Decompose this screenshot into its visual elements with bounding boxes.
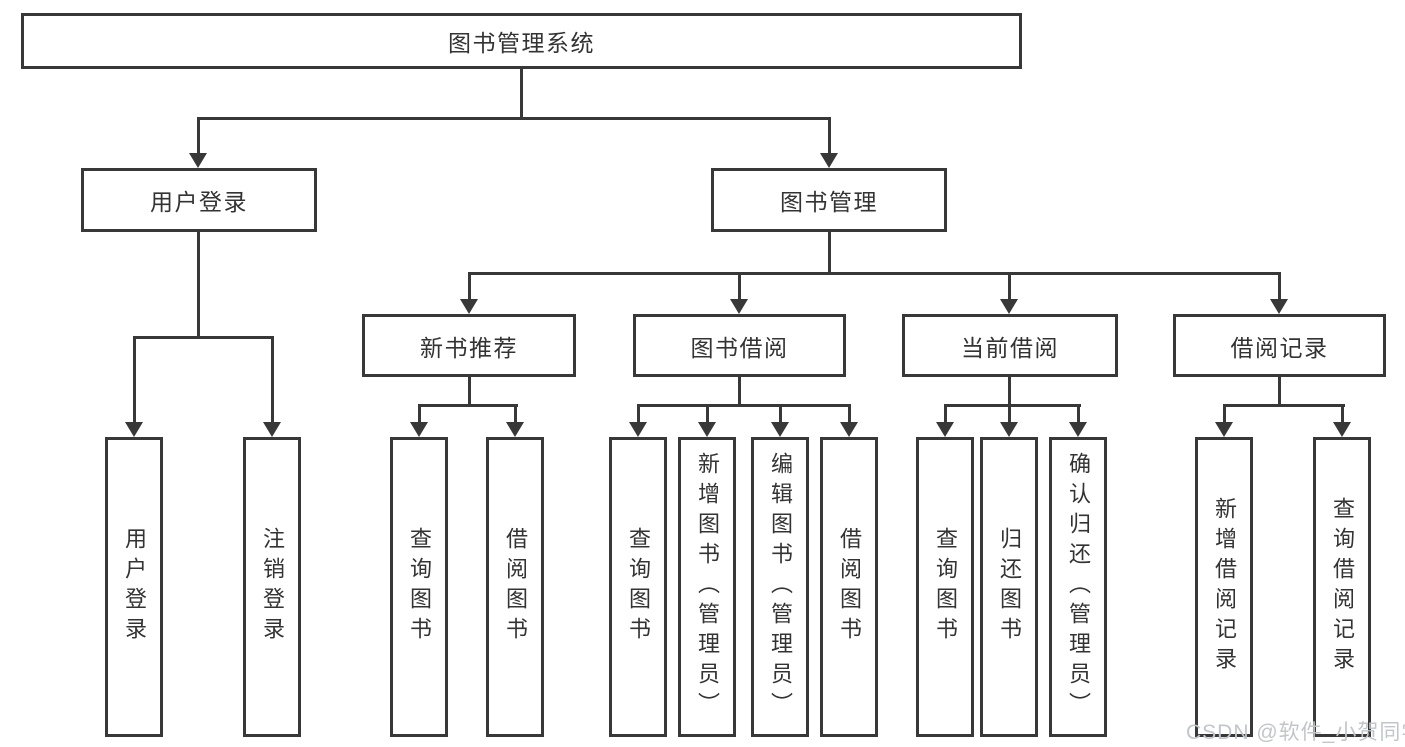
node-label: 归还图书 — [997, 527, 1022, 647]
connector-line — [133, 336, 274, 339]
arrow-down-icon — [840, 422, 858, 437]
arrow-down-icon — [189, 153, 207, 168]
connector-line — [1223, 404, 1226, 425]
leaf-query-borrow-record: 查询借阅记录 — [1313, 437, 1371, 737]
leaf-logout: 注销登录 — [243, 437, 301, 737]
node-label: 图书管理系统 — [448, 30, 595, 56]
node-user-login: 用户登录 — [81, 168, 317, 232]
node-label: 新书推荐 — [420, 334, 518, 361]
node-label: 图书借阅 — [690, 334, 789, 361]
arrow-down-icon — [125, 422, 143, 437]
node-label: 用户登录 — [150, 189, 248, 215]
node-label: 新增借阅记录 — [1212, 497, 1237, 677]
node-label: 新增图书（管理员） — [695, 452, 720, 722]
node-book-borrow: 图书借阅 — [633, 314, 846, 377]
connector-line — [1223, 404, 1345, 407]
connector-line — [738, 272, 741, 302]
node-label: 查询图书 — [626, 527, 651, 647]
leaf-query-books-current: 查询图书 — [916, 437, 974, 737]
connector-line — [514, 404, 517, 425]
connector-line — [1278, 272, 1281, 302]
arrow-down-icon — [1215, 422, 1233, 437]
leaf-query-books-borrow: 查询图书 — [609, 437, 667, 737]
arrow-down-icon — [820, 153, 838, 168]
connector-line — [418, 404, 518, 407]
connector-line — [848, 404, 851, 425]
connector-line — [944, 404, 947, 425]
connector-line — [637, 404, 640, 425]
arrow-down-icon — [730, 299, 748, 314]
connector-line — [1008, 272, 1011, 302]
node-label: 借阅记录 — [1230, 334, 1329, 361]
arrow-down-icon — [698, 422, 716, 437]
leaf-borrow-books: 借阅图书 — [820, 437, 878, 737]
node-label: 编辑图书（管理员） — [768, 452, 793, 722]
leaf-add-borrow-record: 新增借阅记录 — [1195, 437, 1253, 737]
node-label: 确认归还（管理员） — [1066, 452, 1091, 722]
connector-line — [133, 336, 136, 424]
arrow-down-icon — [1333, 422, 1351, 437]
connector-line — [1008, 377, 1011, 407]
arrow-down-icon — [1069, 422, 1087, 437]
node-label: 借阅图书 — [837, 527, 862, 647]
leaf-borrow-books-recommend: 借阅图书 — [486, 437, 544, 737]
leaf-return-books: 归还图书 — [980, 437, 1038, 737]
connector-line — [637, 404, 851, 407]
leaf-edit-books-admin: 编辑图书（管理员） — [751, 437, 809, 737]
connector-line — [706, 404, 709, 425]
connector-line — [779, 404, 782, 425]
node-book-management: 图书管理 — [711, 168, 947, 232]
arrow-down-icon — [1000, 299, 1018, 314]
arrow-down-icon — [263, 422, 281, 437]
connector-line — [1008, 404, 1011, 425]
connector-line — [468, 272, 1281, 275]
connector-line — [738, 377, 741, 407]
connector-line — [944, 404, 1081, 407]
node-label: 查询图书 — [933, 527, 958, 647]
leaf-query-books-recommend: 查询图书 — [390, 437, 448, 737]
arrow-down-icon — [629, 422, 647, 437]
connector-line — [1077, 404, 1080, 425]
arrow-down-icon — [410, 422, 428, 437]
node-label: 查询借阅记录 — [1330, 497, 1355, 677]
connector-line — [1341, 404, 1344, 425]
node-label: 查询图书 — [407, 527, 432, 647]
node-new-book-recommend: 新书推荐 — [362, 314, 576, 377]
arrow-down-icon — [506, 422, 524, 437]
connector-line — [468, 272, 471, 302]
node-system-root: 图书管理系统 — [21, 13, 1022, 69]
arrow-down-icon — [771, 422, 789, 437]
arrow-down-icon — [1000, 422, 1018, 437]
leaf-user-login: 用户登录 — [105, 437, 163, 737]
leaf-confirm-return-admin: 确认归还（管理员） — [1049, 437, 1107, 737]
watermark: CSDN @软件_小贺同学 — [1186, 721, 1405, 744]
leaf-add-books-admin: 新增图书（管理员） — [678, 437, 736, 737]
connector-line — [468, 377, 471, 407]
node-current-borrow: 当前借阅 — [902, 314, 1118, 377]
node-label: 用户登录 — [122, 527, 147, 647]
node-borrow-records: 借阅记录 — [1173, 314, 1386, 377]
connector-line — [828, 232, 831, 275]
arrow-down-icon — [460, 299, 478, 314]
connector-line — [520, 69, 523, 117]
node-label: 当前借阅 — [961, 334, 1059, 361]
node-label: 借阅图书 — [503, 527, 528, 647]
node-label: 注销登录 — [260, 527, 285, 647]
connector-line — [828, 117, 831, 155]
node-label: 图书管理 — [780, 189, 878, 215]
arrow-down-icon — [936, 422, 954, 437]
connector-line — [271, 336, 274, 424]
connector-line — [197, 117, 831, 120]
connector-line — [197, 232, 200, 339]
connector-line — [418, 404, 421, 425]
connector-line — [1278, 377, 1281, 407]
arrow-down-icon — [1270, 299, 1288, 314]
connector-line — [197, 117, 200, 155]
